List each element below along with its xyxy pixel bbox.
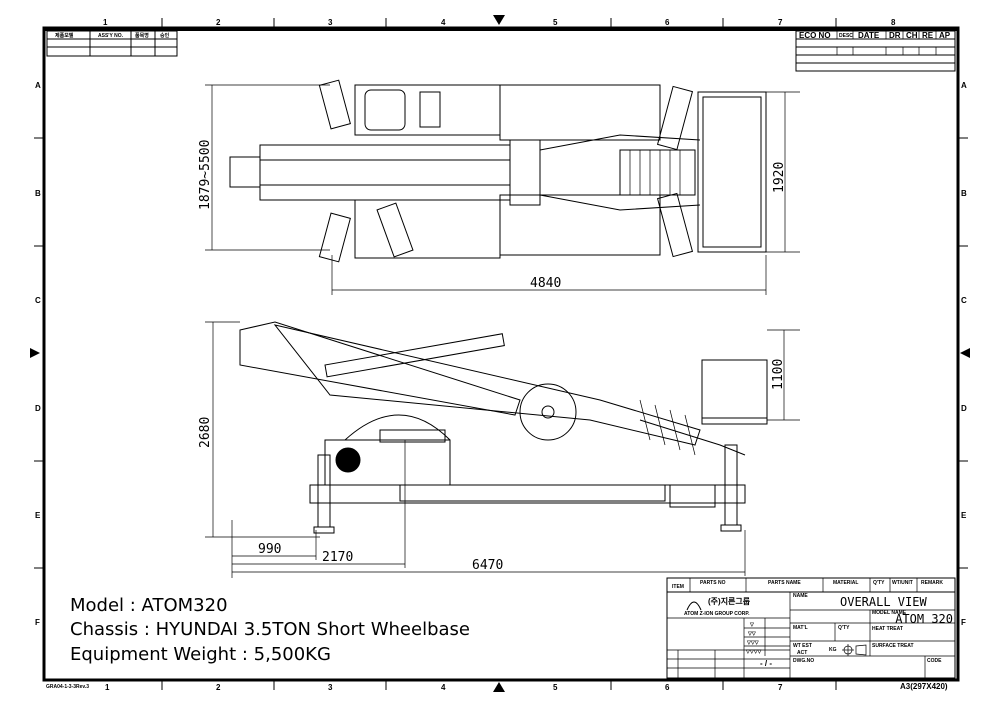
- chassis-spec: Chassis : HYUNDAI 3.5TON Short Wheelbase: [70, 619, 470, 640]
- svg-text:PARTS NAME: PARTS NAME: [768, 580, 801, 586]
- svg-text:8: 8: [891, 18, 896, 27]
- svg-text:F: F: [961, 618, 966, 627]
- svg-text:WT EST: WT EST: [793, 643, 812, 649]
- footer-code: GRA04-1-3-3Rev.3: [46, 684, 89, 690]
- center-mark-left: [30, 348, 40, 358]
- drawing-border: [42, 26, 960, 682]
- projection-symbol-icon: [842, 644, 867, 656]
- svg-text:1: 1: [105, 683, 110, 692]
- svg-text:- / -: - / -: [760, 659, 772, 668]
- svg-text:5: 5: [553, 683, 558, 692]
- svg-text:NAME: NAME: [793, 593, 808, 599]
- svg-text:KG: KG: [829, 647, 837, 653]
- title-block: ITEM PARTS NO PARTS NAME MATERIAL Q'TY W…: [46, 577, 956, 691]
- svg-text:7: 7: [778, 683, 783, 692]
- svg-text:(주)지른그룹: (주)지른그룹: [708, 596, 751, 606]
- svg-text:A: A: [35, 81, 41, 90]
- svg-text:4: 4: [441, 18, 446, 27]
- svg-text:MAT'L: MAT'L: [793, 625, 808, 631]
- svg-text:2: 2: [216, 683, 221, 692]
- center-mark-top: [493, 15, 505, 25]
- svg-text:품목명: 품목명: [135, 32, 149, 39]
- svg-text:C: C: [35, 296, 41, 305]
- svg-text:제품모델: 제품모델: [55, 32, 74, 39]
- svg-text:6: 6: [665, 683, 670, 692]
- svg-text:D: D: [35, 404, 41, 413]
- svg-text:SURFACE TREAT: SURFACE TREAT: [872, 643, 914, 649]
- company-logo: (주)지른그룹 ATOM Z-ION GROUP CORP.: [684, 596, 751, 617]
- svg-text:MATERIAL: MATERIAL: [833, 580, 858, 586]
- svg-text:ITEM: ITEM: [672, 584, 684, 590]
- top-view-drawing: [229, 79, 767, 263]
- svg-text:2: 2: [216, 18, 221, 27]
- svg-text:A: A: [961, 81, 967, 90]
- svg-text:1920: 1920: [772, 162, 787, 193]
- svg-text:6470: 6470: [472, 558, 503, 573]
- svg-text:CH: CH: [906, 31, 918, 40]
- side-view-dimensions: 2680 1100 990 2170 6470: [198, 321, 800, 578]
- svg-text:3: 3: [328, 683, 333, 692]
- svg-text:▽▽▽: ▽▽▽: [746, 640, 759, 646]
- svg-text:CODE: CODE: [927, 658, 942, 664]
- svg-text:2170: 2170: [322, 550, 353, 565]
- model-spec: Model : ATOM320: [70, 595, 228, 616]
- svg-text:ASS'Y NO.: ASS'Y NO.: [98, 33, 124, 39]
- svg-text:1879~5500: 1879~5500: [198, 140, 213, 210]
- svg-text:1: 1: [103, 18, 108, 27]
- center-mark-bottom: [493, 682, 505, 692]
- svg-text:F: F: [35, 618, 40, 627]
- svg-text:C: C: [961, 296, 967, 305]
- svg-text:REMARK: REMARK: [921, 580, 943, 586]
- svg-text:DR: DR: [889, 31, 901, 40]
- svg-text:5: 5: [553, 18, 558, 27]
- svg-text:WT/UNIT: WT/UNIT: [892, 580, 913, 586]
- svg-text:Q'TY: Q'TY: [873, 580, 885, 586]
- svg-text:Q'TY: Q'TY: [838, 625, 850, 631]
- center-mark-right: [960, 348, 970, 358]
- row-labels: A B C D E F A B C D E F: [35, 81, 967, 627]
- sheet-size: A3(297X420): [900, 682, 948, 691]
- svg-text:2680: 2680: [198, 417, 213, 448]
- svg-text:DESC: DESC: [839, 33, 853, 39]
- column-labels: 1 2 3 4 5 6 7 8 1 2 3 4 5 6 7: [103, 18, 896, 692]
- svg-text:D: D: [961, 404, 967, 413]
- top-view-dimensions: 1879~5500 1920 4840: [198, 84, 800, 295]
- svg-text:MODEL NAME: MODEL NAME: [872, 610, 907, 616]
- svg-text:ACT: ACT: [797, 650, 807, 656]
- side-view-drawing: [239, 321, 768, 534]
- svg-text:E: E: [961, 511, 967, 520]
- svg-text:3: 3: [328, 18, 333, 27]
- spec-notes: Model : ATOM320 Chassis : HYUNDAI 3.5TON…: [70, 595, 470, 665]
- svg-text:B: B: [35, 189, 41, 198]
- svg-text:AP: AP: [939, 31, 951, 40]
- svg-text:HEAT TREAT: HEAT TREAT: [872, 626, 903, 632]
- drawing-name: OVERALL VIEW: [840, 595, 927, 609]
- svg-text:6: 6: [665, 18, 670, 27]
- svg-text:ECO NO: ECO NO: [799, 31, 831, 40]
- revision-table: ECO NO DESC DATE DR CH RE AP: [795, 30, 956, 72]
- svg-text:▽: ▽: [749, 622, 754, 628]
- svg-text:B: B: [961, 189, 967, 198]
- svg-text:7: 7: [778, 18, 783, 27]
- svg-text:RE: RE: [922, 31, 934, 40]
- svg-text:E: E: [35, 511, 41, 520]
- model-name: ATOM 320: [895, 612, 953, 626]
- grid-ticks: [34, 18, 968, 690]
- svg-text:PARTS NO: PARTS NO: [700, 580, 726, 586]
- svg-text:1100: 1100: [771, 359, 786, 390]
- svg-text:4: 4: [441, 683, 446, 692]
- svg-text:4840: 4840: [530, 276, 561, 291]
- svg-text:DWG.NO: DWG.NO: [793, 658, 814, 664]
- svg-text:DATE: DATE: [858, 31, 880, 40]
- svg-text:990: 990: [258, 542, 281, 557]
- svg-text:▽▽▽▽: ▽▽▽▽: [745, 649, 762, 655]
- top-left-table: 제품모델 ASS'Y NO. 품목명 승인: [46, 30, 178, 57]
- weight-spec: Equipment Weight : 5,500KG: [70, 644, 331, 665]
- svg-text:▽▽: ▽▽: [747, 631, 756, 637]
- svg-text:ATOM Z-ION GROUP CORP.: ATOM Z-ION GROUP CORP.: [684, 611, 750, 617]
- svg-text:승인: 승인: [160, 32, 170, 39]
